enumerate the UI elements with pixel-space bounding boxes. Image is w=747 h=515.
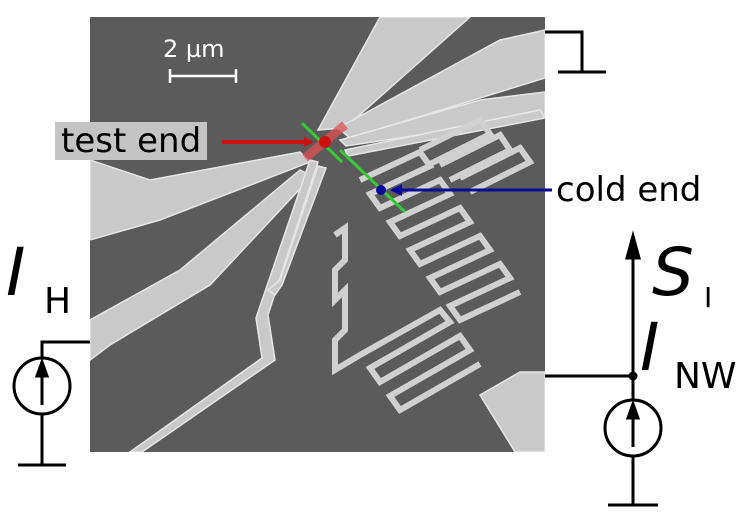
cold-end-dot [376,185,386,195]
electrode-left-lower [90,169,314,361]
ground-symbol-top [545,30,606,74]
meander-lower [332,222,482,414]
nanowire-current-subscript: NW [674,356,737,397]
test-end-label: test end [55,122,208,160]
cold-end-line [338,148,407,214]
electrode-top-right-2 [336,29,545,139]
signal-subscript: I [704,281,713,314]
signal-symbol: S I [652,240,712,312]
nanowire-current-main: I [640,309,660,386]
scale-bar [168,69,238,83]
heater-current-source-icon [12,340,90,467]
meander-upper [358,148,522,324]
lead-down-1 [128,159,319,452]
heater-current-symbol: I H [6,240,71,320]
bottom-right-pad [478,371,545,452]
scale-bar-label: 2 µm [163,35,225,63]
meander-mid [418,116,535,195]
signal-main: S [652,234,694,311]
nanowire-current-symbol: I NW [640,315,737,395]
heater-current-main: I [6,234,26,311]
sem-micrograph [90,17,545,452]
nanowire-current-source-icon [545,230,663,507]
electrode-top-right-3 [338,91,545,147]
test-end-dot [319,136,331,148]
cold-end-label: cold end [556,170,702,210]
lead-down-2 [266,165,327,297]
heater-current-subscript: H [44,281,72,322]
